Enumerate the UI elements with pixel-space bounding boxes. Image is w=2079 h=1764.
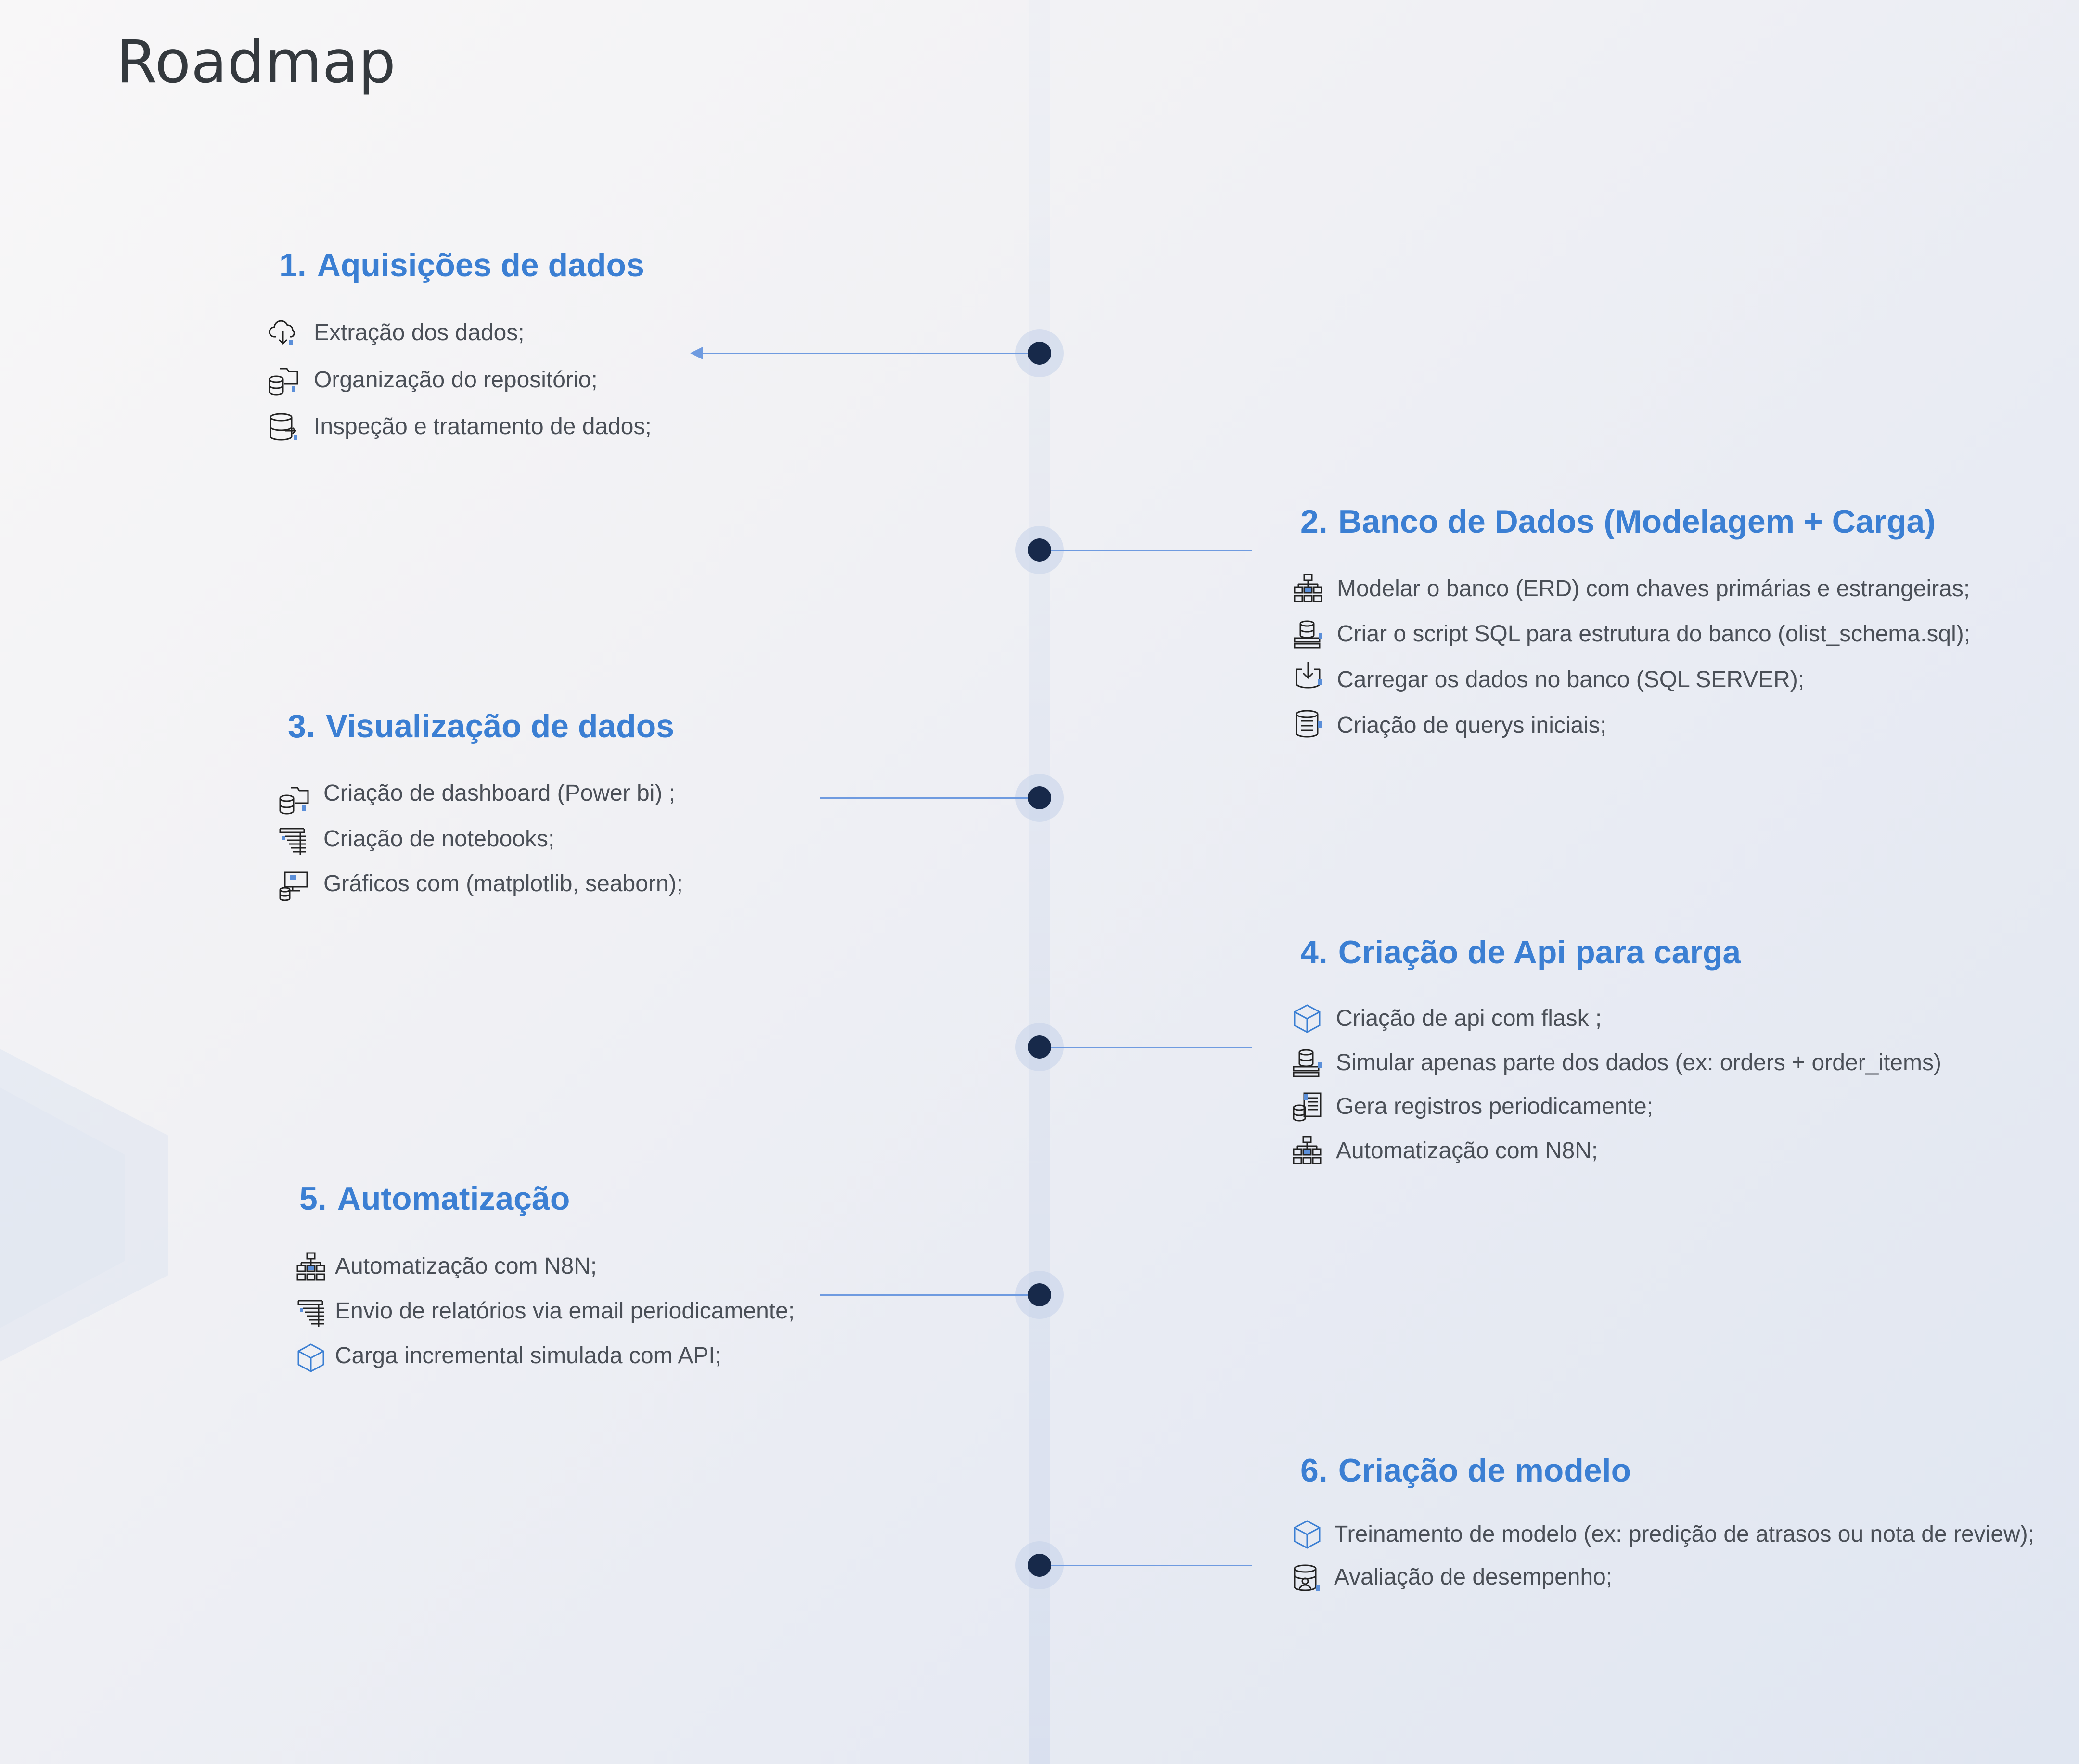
step-2-heading: 2. Banco de Dados (Modelagem + Carga) [1300,503,1936,540]
connector-1-arrow [690,347,703,359]
step-5: 5. Automatização [299,1180,570,1217]
timeline-node-5 [1015,1271,1064,1319]
timeline-track [1029,0,1050,1764]
notebook-list-icon [279,828,306,855]
step-5-item-3-text: Carga incremental simulada com API; [335,1343,722,1368]
step-5-number: 5. [299,1180,327,1217]
step-1-heading: 1. Aquisições de dados [279,246,644,284]
database-stack-icon [1294,620,1322,649]
page-title: Roadmap [116,28,396,96]
step-5-item-2-text: Envio de relatórios via email periodicam… [335,1298,795,1324]
step-3-number: 3. [288,708,315,744]
step-1-item-3-text: Inspeção e tratamento de dados; [314,414,652,439]
connector-4 [1051,1047,1252,1048]
step-2-item-3-text: Carregar os dados no banco (SQL SERVER); [1337,667,1805,692]
step-4-item-1-text: Criação de api com flask ; [1336,1006,1602,1031]
step-6-number: 6. [1300,1452,1328,1489]
step-6: 6. Criação de modelo [1300,1452,1631,1489]
cube-icon [297,1343,324,1372]
step-4: 4. Criação de Api para carga [1300,933,1741,971]
notebook-list-icon [297,1300,324,1327]
step-1-title: Aquisições de dados [317,247,644,283]
hexagon-decoration [0,1049,168,1362]
database-transfer-icon [270,413,297,441]
network-hierarchy-icon [296,1252,325,1281]
step-5-title: Automatização [337,1180,570,1217]
step-1: 1. Aquisições de dados [279,246,644,284]
network-hierarchy-icon [1293,1136,1322,1164]
timeline-node-6 [1015,1541,1064,1589]
step-6-title: Criação de modelo [1338,1452,1631,1489]
step-6-heading: 6. Criação de modelo [1300,1452,1631,1489]
connector-2 [1051,550,1252,551]
step-3-item-1-text: Criação de dashboard (Power bi) ; [323,780,676,806]
step-3-item-3-text: Gráficos com (matplotlib, seaborn); [323,871,683,896]
database-folder-icon [279,787,309,815]
database-report-icon [1293,1092,1322,1122]
step-3: 3. Visualização de dados [288,707,674,745]
cloud-download-icon [269,320,295,345]
step-1-number: 1. [279,247,307,283]
step-6-item-1-text: Treinamento de modelo (ex: predição de a… [1334,1521,2035,1547]
cube-icon [1294,1520,1321,1549]
step-3-item-2-text: Criação de notebooks; [323,826,555,852]
step-1-item-1-text: Extração dos dados; [314,320,525,345]
step-1-item-2-text: Organização do repositório; [314,367,598,393]
cube-icon [1294,1004,1321,1033]
step-4-item-4-text: Automatização com N8N; [1336,1138,1598,1163]
step-3-heading: 3. Visualização de dados [288,707,674,745]
step-3-title: Visualização de dados [325,708,675,744]
connector-1 [703,353,1028,354]
database-folder-icon [269,368,298,396]
connector-3 [820,797,1028,799]
step-2-item-1-text: Modelar o banco (ERD) com chaves primári… [1337,576,1970,601]
step-4-number: 4. [1300,934,1328,971]
step-2-title: Banco de Dados (Modelagem + Carga) [1338,503,1936,540]
download-box-icon [1296,662,1322,689]
connector-5 [820,1294,1028,1296]
step-2-item-4-text: Criação de querys iniciais; [1337,713,1607,738]
database-list-icon [1296,710,1322,738]
database-user-icon [1294,1564,1320,1591]
step-5-item-1-text: Automatização com N8N; [335,1253,597,1279]
step-2: 2. Banco de Dados (Modelagem + Carga) [1300,503,1936,540]
connector-6 [1051,1565,1252,1566]
step-2-item-2-text: Criar o script SQL para estrutura do ban… [1337,621,1971,647]
step-4-heading: 4. Criação de Api para carga [1300,933,1741,971]
step-4-title: Criação de Api para carga [1338,934,1741,971]
step-4-item-2-text: Simular apenas parte dos dados (ex: orde… [1336,1050,1941,1075]
database-stack-icon [1293,1049,1322,1077]
monitor-database-icon [279,871,308,901]
step-5-heading: 5. Automatização [299,1180,570,1217]
network-hierarchy-icon [1294,574,1322,602]
step-2-number: 2. [1300,503,1328,540]
step-4-item-3-text: Gera registros periodicamente; [1336,1094,1653,1119]
step-6-item-2-text: Avaliação de desempenho; [1334,1564,1613,1590]
